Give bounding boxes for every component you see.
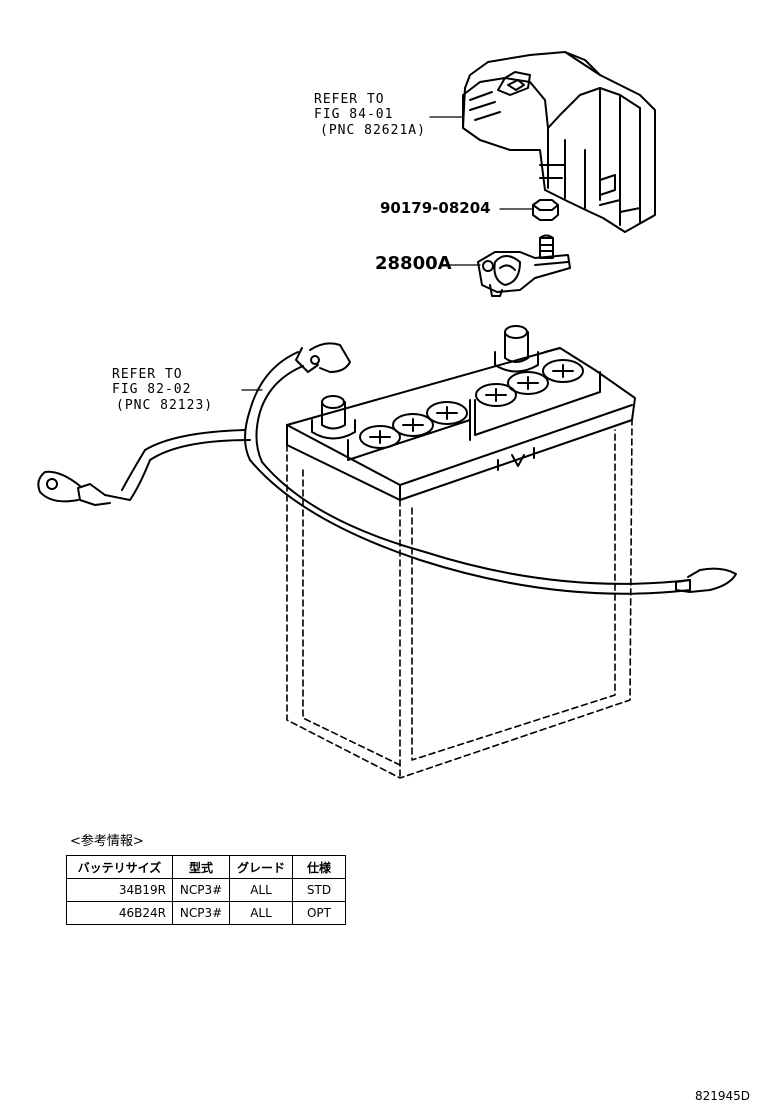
terminal-cover-part <box>462 51 656 233</box>
table-row: 34B19R NCP3# ALL STD <box>66 878 346 902</box>
refer-fig-84-line3: (PNC 82621A) <box>320 123 426 138</box>
header-spec: 仕様 <box>292 855 346 879</box>
refer-fig-82-line3: (PNC 82123) <box>116 398 214 413</box>
cell-spec: STD <box>292 878 346 902</box>
cell-battery-size: 34B19R <box>66 878 173 902</box>
refer-fig-82-line1: REFER TO <box>112 367 183 382</box>
part-number-nut: 90179-08204 <box>380 199 491 217</box>
table-row: 46B24R NCP3# ALL OPT <box>66 901 346 925</box>
part-number-clamp: 28800A <box>375 253 452 274</box>
header-battery-size: バッテリサイズ <box>66 855 173 879</box>
cell-battery-size: 46B24R <box>66 901 173 925</box>
cell-grade: ALL <box>229 901 293 925</box>
battery-part <box>286 325 636 779</box>
negative-cable-part <box>37 342 737 595</box>
table-header-row: バッテリサイズ 型式 グレード 仕様 <box>66 855 346 879</box>
refer-fig-84-line2: FIG 84-01 <box>314 107 394 122</box>
terminal-clamp-part <box>477 234 571 297</box>
nut-part <box>532 199 559 221</box>
cell-model: NCP3# <box>172 901 230 925</box>
reference-info-title: <参考情報> <box>70 834 144 849</box>
battery-spec-table: バッテリサイズ 型式 グレード 仕様 34B19R NCP3# ALL STD … <box>66 855 346 925</box>
cell-grade: ALL <box>229 878 293 902</box>
leader-lines <box>241 116 534 391</box>
header-grade: グレード <box>229 855 293 879</box>
refer-fig-84-line1: REFER TO <box>314 92 385 107</box>
figure-number: 821945D <box>694 1089 750 1103</box>
cell-model: NCP3# <box>172 878 230 902</box>
cell-spec: OPT <box>292 901 346 925</box>
header-model: 型式 <box>172 855 230 879</box>
refer-fig-82-line2: FIG 82-02 <box>112 382 192 397</box>
